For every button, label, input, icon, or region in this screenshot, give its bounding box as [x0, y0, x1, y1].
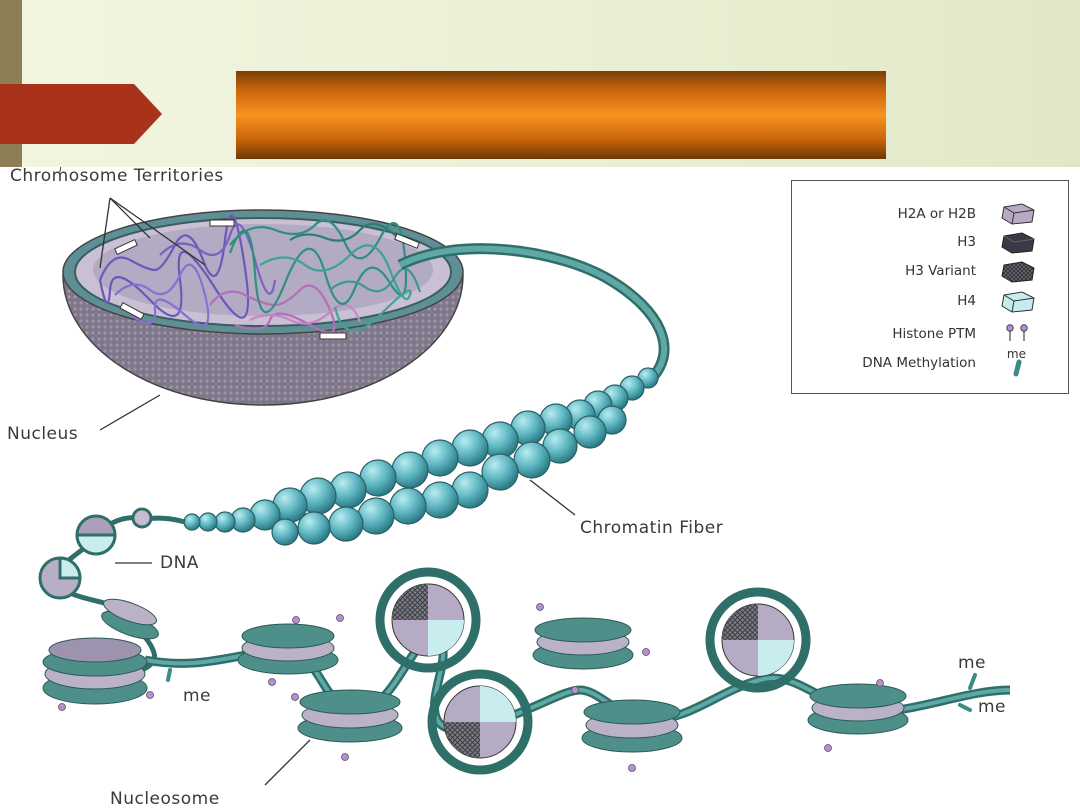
dna-methylation-icon	[1013, 359, 1022, 377]
territory-pointers	[99, 197, 206, 269]
nuclear-pores	[114, 219, 420, 340]
fiber-pointer	[529, 479, 576, 516]
legend-label-histone-ptm: Histone PTM	[892, 326, 976, 342]
nucleosome-5	[581, 699, 683, 753]
dna-methylation-marks	[166, 668, 977, 712]
h3-histone-icon	[1001, 232, 1035, 254]
legend-label-h4: H4	[957, 293, 976, 309]
nucleosome-stacks	[42, 598, 909, 753]
h3-variant-histone-icon	[1001, 261, 1035, 283]
nucleus-pointer	[99, 394, 161, 431]
label-chromosome-territories: Chromosome Territories	[10, 166, 224, 186]
legend-label-h2a-h2b: H2A or H2B	[897, 206, 976, 222]
label-me-methylation: me	[978, 697, 1007, 717]
legend-label-h3-variant: H3 Variant	[905, 263, 976, 279]
nucleosome-4	[532, 617, 634, 670]
legend-label-h3: H3	[957, 234, 976, 250]
slide-title-bar	[236, 71, 886, 159]
label-nucleosome: Nucleosome	[110, 789, 220, 809]
label-me-methylation: me	[183, 686, 212, 706]
legend-box: H2A or H2B H3 H3 Variant H4 Histone PTM …	[791, 180, 1069, 394]
nucleosome-2	[237, 623, 339, 675]
nucleus-shape	[62, 209, 464, 406]
pointer-line	[59, 167, 62, 173]
h2a-h2b-histone-icon	[1001, 203, 1035, 225]
legend-label-dna-methylation: DNA Methylation	[862, 355, 976, 371]
h4-histone-icon	[1001, 291, 1035, 313]
label-nucleus: Nucleus	[7, 424, 79, 444]
label-chromatin-fiber: Chromatin Fiber	[580, 518, 724, 538]
methylation-icon-text: me	[1006, 347, 1026, 361]
histone-ptm-icon	[1006, 324, 1028, 341]
label-me-methylation: me	[958, 653, 987, 673]
histone-ptm-marks	[58, 603, 884, 772]
nucleosome-6	[807, 683, 909, 735]
chromatin-diagram	[38, 167, 1011, 786]
dna-disks	[38, 507, 153, 600]
nucleosome-3	[297, 689, 403, 743]
arrow-tab-icon	[0, 84, 162, 144]
nucleosome-7	[101, 598, 159, 640]
label-dna: DNA	[160, 553, 199, 573]
nucleosome-pointer	[264, 739, 311, 786]
chromosome-territories	[98, 214, 422, 334]
nucleosome-1	[42, 637, 148, 705]
chromatin-fiber	[183, 367, 659, 546]
dna-loops	[375, 567, 811, 775]
